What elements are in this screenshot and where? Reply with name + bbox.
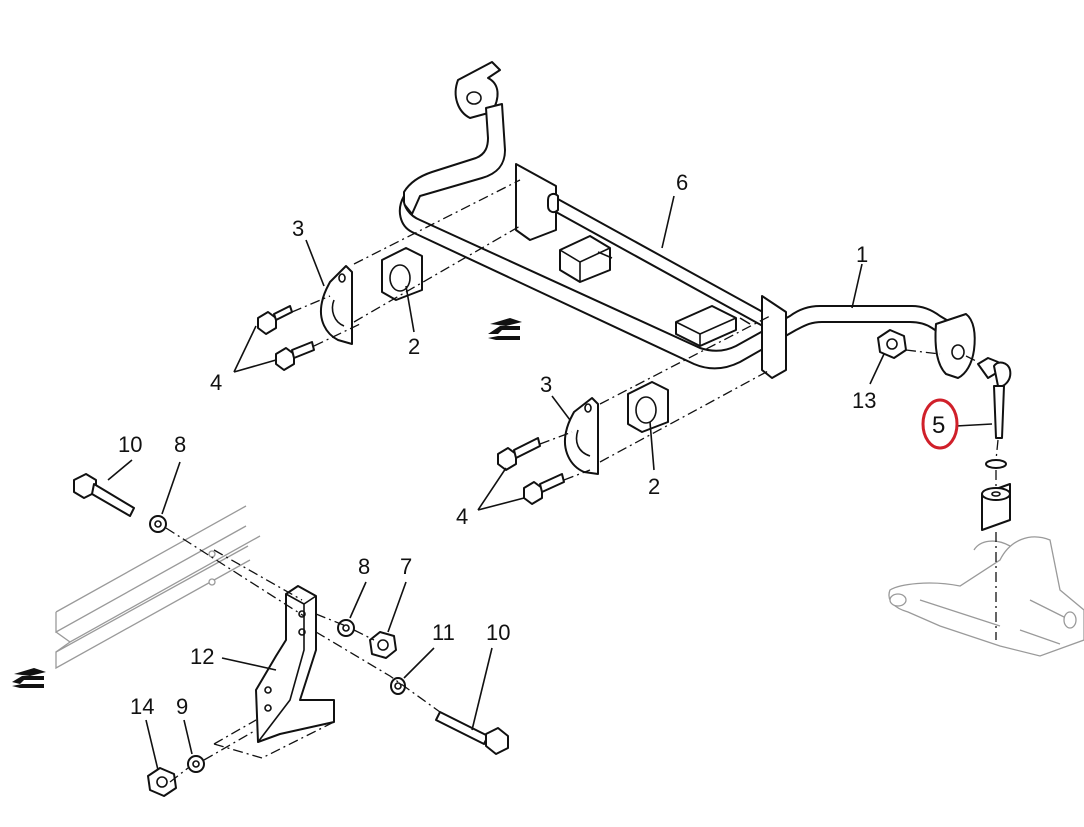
callout-8-left: 8 bbox=[174, 432, 186, 457]
bolt-4a bbox=[257, 305, 293, 335]
stabilizer-bar bbox=[398, 61, 976, 379]
callout-4-upper: 4 bbox=[210, 370, 222, 395]
lower-control-arm bbox=[888, 536, 1084, 657]
callout-5-highlight-ring bbox=[921, 398, 959, 450]
bolt-4b bbox=[275, 341, 315, 371]
callout-12: 12 bbox=[190, 644, 214, 669]
callout-9: 9 bbox=[176, 694, 188, 719]
nut-14 bbox=[147, 767, 177, 797]
callout-2-upper: 2 bbox=[408, 334, 420, 359]
callout-3-lower: 3 bbox=[540, 372, 552, 397]
bolt-4d bbox=[523, 473, 565, 505]
nut-7 bbox=[369, 631, 397, 659]
bolt-4c bbox=[497, 437, 541, 471]
washer-8a bbox=[149, 515, 167, 533]
leader-lines bbox=[107, 195, 993, 771]
washer-8b bbox=[337, 619, 355, 637]
front-direction-arrow-lower bbox=[12, 668, 46, 688]
callout-1: 1 bbox=[856, 242, 868, 267]
callout-10-left: 10 bbox=[118, 432, 142, 457]
bolt-10a bbox=[73, 473, 135, 517]
bolt-10b bbox=[435, 711, 509, 755]
bushing-upper bbox=[381, 247, 423, 301]
callout-10-right: 10 bbox=[486, 620, 510, 645]
washer-9 bbox=[187, 755, 205, 773]
assembly-lines bbox=[165, 179, 999, 783]
callout-6: 6 bbox=[676, 170, 688, 195]
front-direction-arrow-upper bbox=[488, 318, 522, 340]
callout-4-lower: 4 bbox=[456, 504, 468, 529]
bracket-upper bbox=[320, 265, 353, 345]
stabilizer-link-rod bbox=[977, 357, 1012, 531]
callout-3-upper: 3 bbox=[292, 216, 304, 241]
callouts: 1 6 3 2 4 3 2 4 13 10 8 8 7 11 10 12 14 … bbox=[118, 170, 959, 719]
cross-member bbox=[515, 163, 787, 379]
bracket-12 bbox=[213, 585, 335, 759]
bracket-lower bbox=[564, 397, 599, 475]
callout-13: 13 bbox=[852, 388, 876, 413]
callout-2-lower: 2 bbox=[648, 474, 660, 499]
callout-11: 11 bbox=[432, 620, 455, 645]
callout-5: 5 bbox=[932, 412, 945, 439]
callout-8-right: 8 bbox=[358, 554, 370, 579]
callout-14: 14 bbox=[130, 694, 154, 719]
callout-7: 7 bbox=[400, 554, 412, 579]
nut-13 bbox=[877, 329, 907, 359]
bushing-lower bbox=[627, 381, 669, 433]
